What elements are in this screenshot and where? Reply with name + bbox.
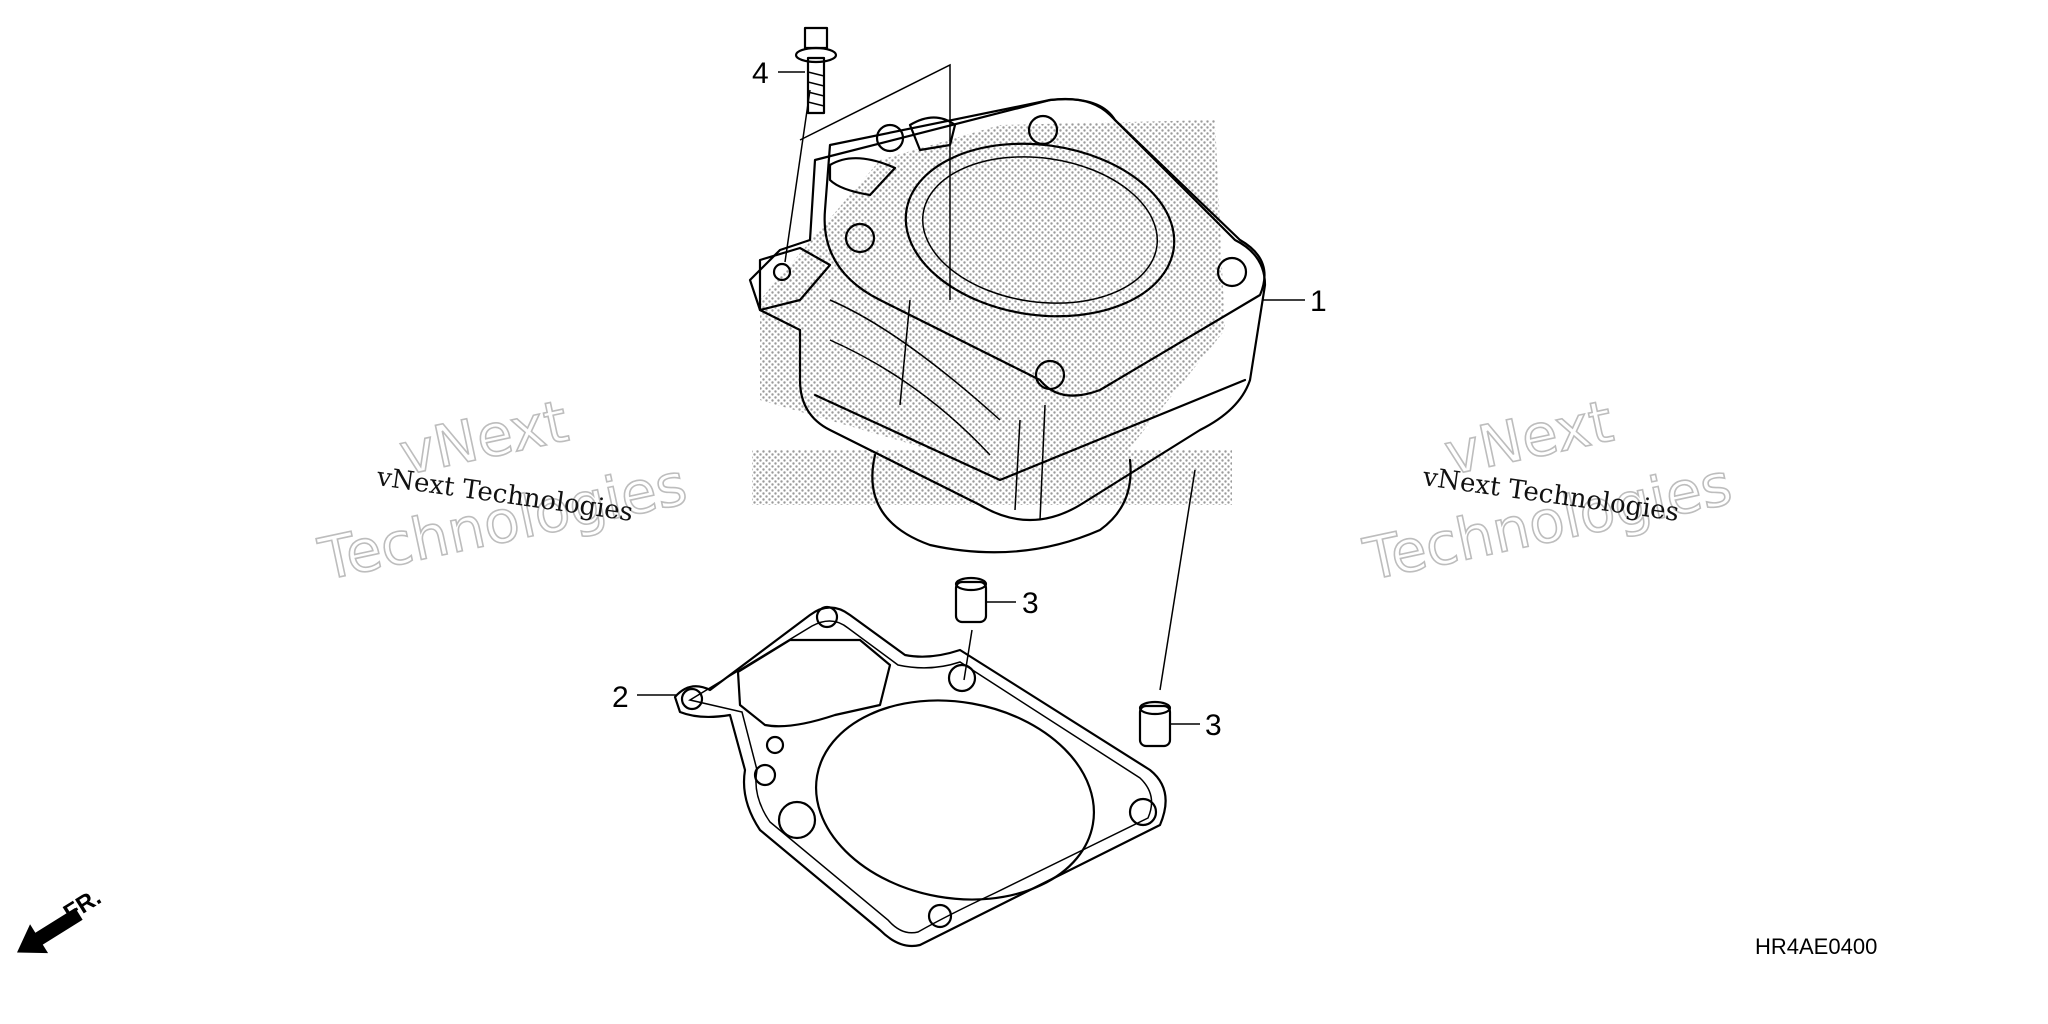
diagram-code: HR4AE0400	[1755, 934, 1877, 959]
cylinder-gasket-part[interactable]	[673, 605, 1167, 948]
callout-part-2[interactable]: 2	[612, 681, 629, 714]
callout-part-3-upper[interactable]: 3	[1022, 587, 1039, 620]
cylinder-part[interactable]	[748, 97, 1267, 554]
background-logo-shading	[752, 120, 1232, 505]
callout-part-4[interactable]: 4	[752, 57, 769, 90]
watermark-right-big-2: Technologies	[1358, 450, 1738, 594]
dowel-pin-upper[interactable]	[954, 576, 988, 624]
callout-part-1[interactable]: 1	[1310, 285, 1327, 318]
dowel-pin-lower[interactable]	[1138, 700, 1172, 748]
assembly-guide-lines	[784, 63, 1196, 691]
front-direction-indicator: FR.	[17, 884, 106, 954]
callout-part-3-lower[interactable]: 3	[1205, 709, 1222, 742]
watermark-left-big-2: Technologies	[313, 450, 693, 594]
front-arrow-icon	[17, 907, 83, 954]
flange-bolt-part[interactable]	[794, 26, 838, 115]
callout-leaders	[637, 71, 1305, 725]
watermark-left: vNext Technologies vNext Technologies	[312, 386, 693, 595]
watermark-right: vNext Technologies vNext Technologies	[1357, 386, 1738, 595]
